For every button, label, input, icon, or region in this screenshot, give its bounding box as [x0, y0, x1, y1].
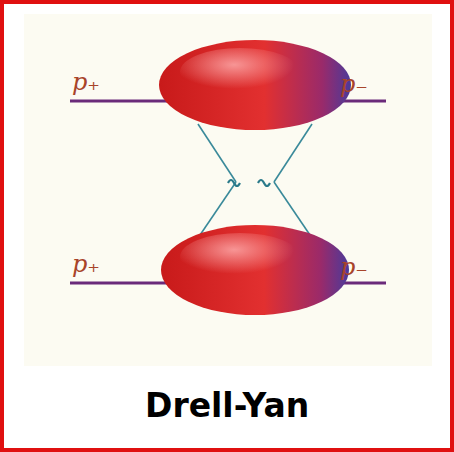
panel — [24, 14, 432, 366]
particle-label: p₋ — [340, 72, 368, 96]
blob-highlight — [180, 48, 300, 96]
proton-line — [70, 100, 175, 103]
proton-blob — [159, 40, 351, 130]
quark-line — [198, 124, 236, 182]
proton-blob — [161, 225, 349, 315]
particle-label: p₋ — [340, 255, 368, 279]
particle-label: p₊ — [72, 70, 100, 94]
particle-label: p₊ — [72, 252, 100, 276]
caption: Drell-Yan — [145, 388, 309, 424]
quark-line — [274, 124, 312, 182]
blob-highlight — [180, 233, 300, 281]
proton-line — [70, 282, 175, 285]
photon-wave — [258, 180, 270, 186]
photon-wave — [228, 180, 240, 186]
